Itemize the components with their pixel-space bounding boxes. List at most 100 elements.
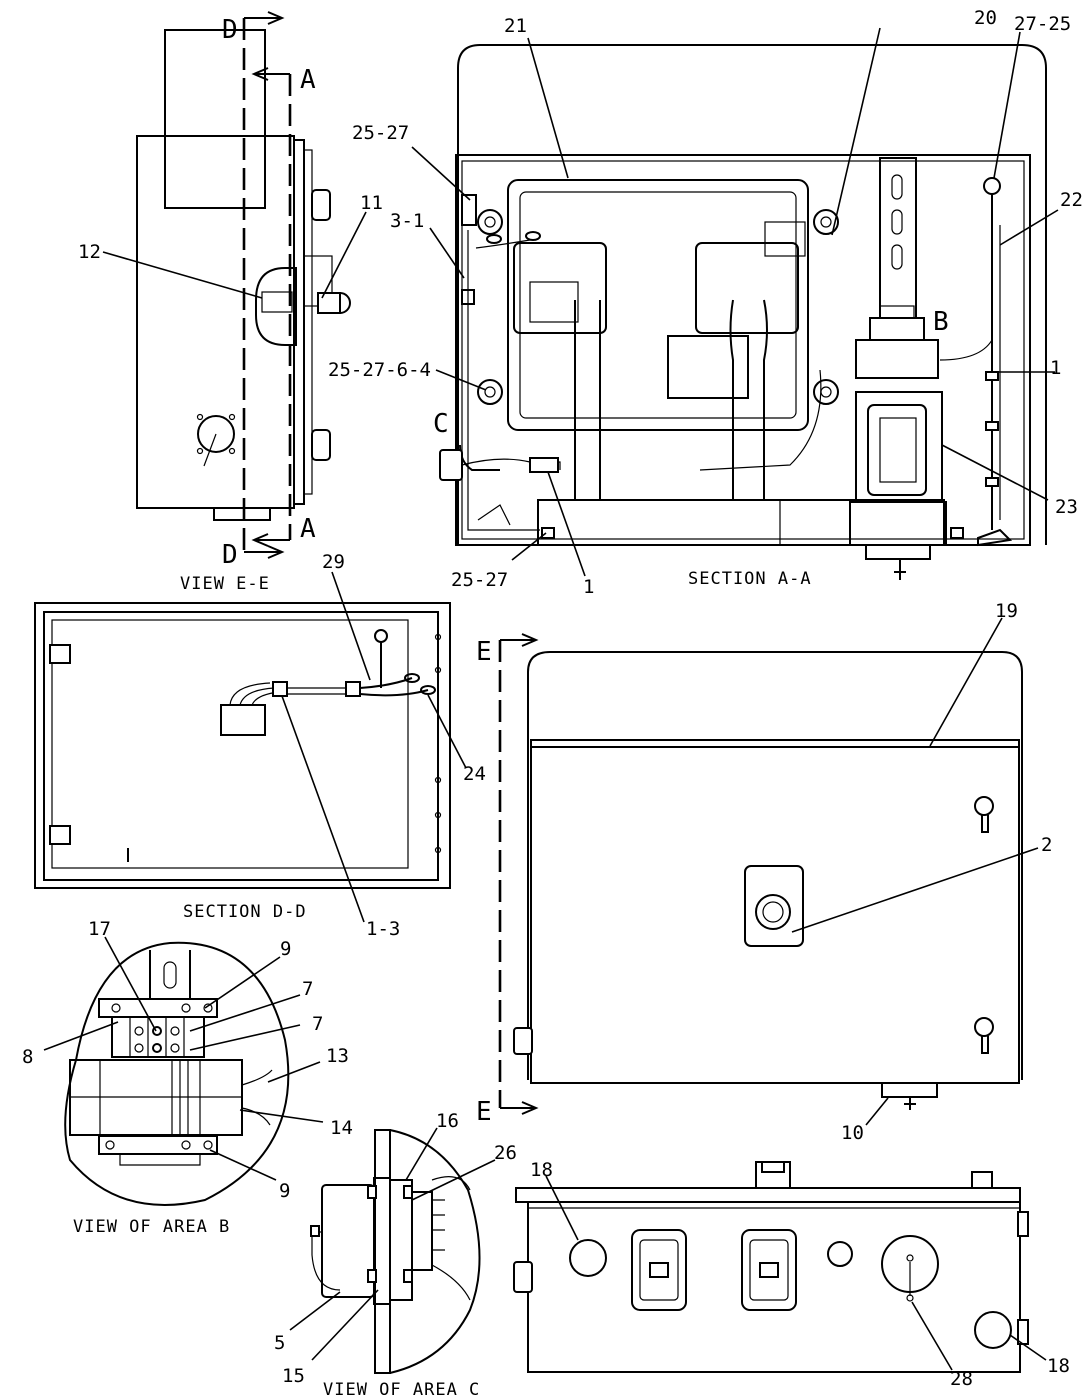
bottom-view-body xyxy=(527,1201,1021,1373)
callout-22: 22 xyxy=(1060,189,1083,211)
ecm-module xyxy=(507,179,809,431)
callout-1-right: 1 xyxy=(1050,357,1061,379)
hinge-upper xyxy=(49,644,71,664)
cable-gland xyxy=(461,194,477,226)
callout-11: 11 xyxy=(360,192,383,214)
caption-view-area-c: VIEW OF AREA C xyxy=(323,1380,480,1400)
deutsch-receptacle-left xyxy=(631,1229,687,1311)
side-drain xyxy=(213,507,271,521)
latch-upper xyxy=(974,796,994,816)
caption-view-area-b: VIEW OF AREA B xyxy=(73,1217,230,1237)
door-ground-stud xyxy=(374,629,388,643)
hole-plug-right xyxy=(974,1311,1012,1349)
harness-channel xyxy=(537,499,945,546)
front-rain-hood xyxy=(527,651,1023,1080)
callout-7-top: 7 xyxy=(302,978,313,1000)
terminal-clamp-bottom xyxy=(98,1135,218,1155)
callout-16: 16 xyxy=(436,1110,459,1132)
front-hinge xyxy=(513,1027,533,1055)
callout-1-bottom: 1 xyxy=(583,576,594,598)
view-e-e: D D A A 12 11 VIEW E-E xyxy=(78,11,383,594)
section-a-a: B C 21 20 27-25 25-27 22 3-1 1 25-27-6-4… xyxy=(328,7,1083,598)
front-view: E E 19 2 10 xyxy=(476,600,1052,1144)
caption-section-a-a: SECTION A-A xyxy=(688,569,812,589)
push-button-plate xyxy=(744,865,804,947)
callout-18-right: 18 xyxy=(1047,1355,1070,1377)
marker-d-bottom: D xyxy=(222,540,238,570)
switch-body xyxy=(220,704,266,736)
marker-area-b: B xyxy=(933,307,949,337)
callout-1-3: 1-3 xyxy=(366,918,400,940)
callout-27-25: 27-25 xyxy=(1014,13,1071,35)
callout-12: 12 xyxy=(78,241,101,263)
detail-circle-c xyxy=(389,1129,481,1374)
door-outline xyxy=(34,602,451,889)
callout-14: 14 xyxy=(330,1117,353,1139)
enclosure-back-panel xyxy=(455,154,1031,546)
bottom-vent xyxy=(865,544,931,560)
ecm-connector-right xyxy=(695,242,799,334)
callout-20: 20 xyxy=(974,7,997,29)
detail-circle-b xyxy=(64,941,290,1206)
callout-5: 5 xyxy=(274,1332,285,1354)
callout-15: 15 xyxy=(282,1365,305,1387)
callout-18-left: 18 xyxy=(530,1159,553,1181)
callout-19: 19 xyxy=(995,600,1018,622)
callout-7-mid: 7 xyxy=(312,1013,323,1035)
bottom-view: 18 18 28 xyxy=(513,1159,1070,1390)
terminal-block-b xyxy=(111,1016,205,1058)
small-hole xyxy=(827,1241,853,1267)
callout-17: 17 xyxy=(88,918,111,940)
terminal-clamp-top xyxy=(98,998,218,1018)
marker-e-bottom: E xyxy=(476,1097,492,1127)
front-door xyxy=(530,746,1020,1084)
ecm-label xyxy=(764,221,806,257)
callout-29: 29 xyxy=(322,551,345,573)
callout-25-27-bottom: 25-27 xyxy=(451,569,508,591)
callout-28: 28 xyxy=(950,1368,973,1390)
harness-clip xyxy=(667,335,749,399)
callout-25-27-top: 25-27 xyxy=(352,122,409,144)
callout-9-bottom: 9 xyxy=(279,1180,290,1202)
marker-area-c: C xyxy=(433,409,449,439)
hinge-lower xyxy=(49,825,71,845)
side-breather xyxy=(197,415,235,453)
c-connector xyxy=(439,449,463,481)
callout-9-top: 9 xyxy=(280,938,291,960)
side-upper-block xyxy=(164,29,266,209)
bottom-view-lip xyxy=(515,1187,1021,1203)
callout-10: 10 xyxy=(841,1122,864,1144)
callout-21: 21 xyxy=(504,15,527,37)
marker-a-bottom: A xyxy=(300,514,316,544)
latch-lower xyxy=(974,1017,994,1037)
callout-25-27-6-4: 25-27-6-4 xyxy=(328,359,431,381)
side-relay xyxy=(255,267,297,346)
callout-2: 2 xyxy=(1041,834,1052,856)
connector-body-c xyxy=(321,1184,375,1298)
callout-24: 24 xyxy=(463,763,486,785)
rain-hood-outline xyxy=(457,44,1047,545)
push-button xyxy=(755,894,791,930)
din-rail xyxy=(879,157,917,319)
marker-d-top: D xyxy=(222,15,238,45)
hole-plug-left xyxy=(569,1239,607,1277)
terminal-block xyxy=(855,339,939,379)
deutsch-receptacle-right xyxy=(741,1229,797,1311)
marker-e-top: E xyxy=(476,637,492,667)
section-d-d: 29 24 1-3 SECTION D-D xyxy=(34,551,486,940)
caption-view-e-e: VIEW E-E xyxy=(180,574,270,594)
callout-26: 26 xyxy=(494,1142,517,1164)
callout-23: 23 xyxy=(1055,496,1078,518)
view-area-c: 16 26 5 15 VIEW OF AREA C xyxy=(274,1110,517,1400)
caption-section-d-d: SECTION D-D xyxy=(183,902,307,922)
marker-a-top: A xyxy=(300,65,316,95)
callout-3-1: 3-1 xyxy=(390,210,424,232)
ecm-connector-left xyxy=(513,242,607,334)
connector-rear-c xyxy=(411,1191,433,1271)
view-area-b: 17 9 7 7 8 13 14 9 VIEW OF AREA B xyxy=(22,918,353,1237)
callout-13: 13 xyxy=(326,1045,349,1067)
callout-8: 8 xyxy=(22,1046,33,1068)
panel-wall-c xyxy=(374,1129,391,1374)
